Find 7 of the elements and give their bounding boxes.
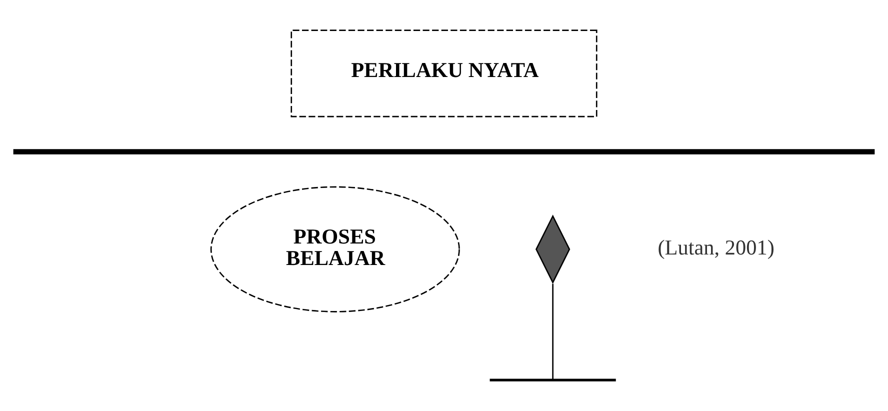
node-line — [13, 149, 875, 154]
label: (Lutan, 2001) — [658, 235, 774, 260]
node-ellipse: PROSES BELAJAR — [210, 186, 460, 312]
node-diamond — [536, 214, 570, 284]
connector — [552, 284, 554, 380]
node-bar — [490, 378, 616, 382]
node-box: PERILAKU NYATA — [290, 30, 598, 118]
